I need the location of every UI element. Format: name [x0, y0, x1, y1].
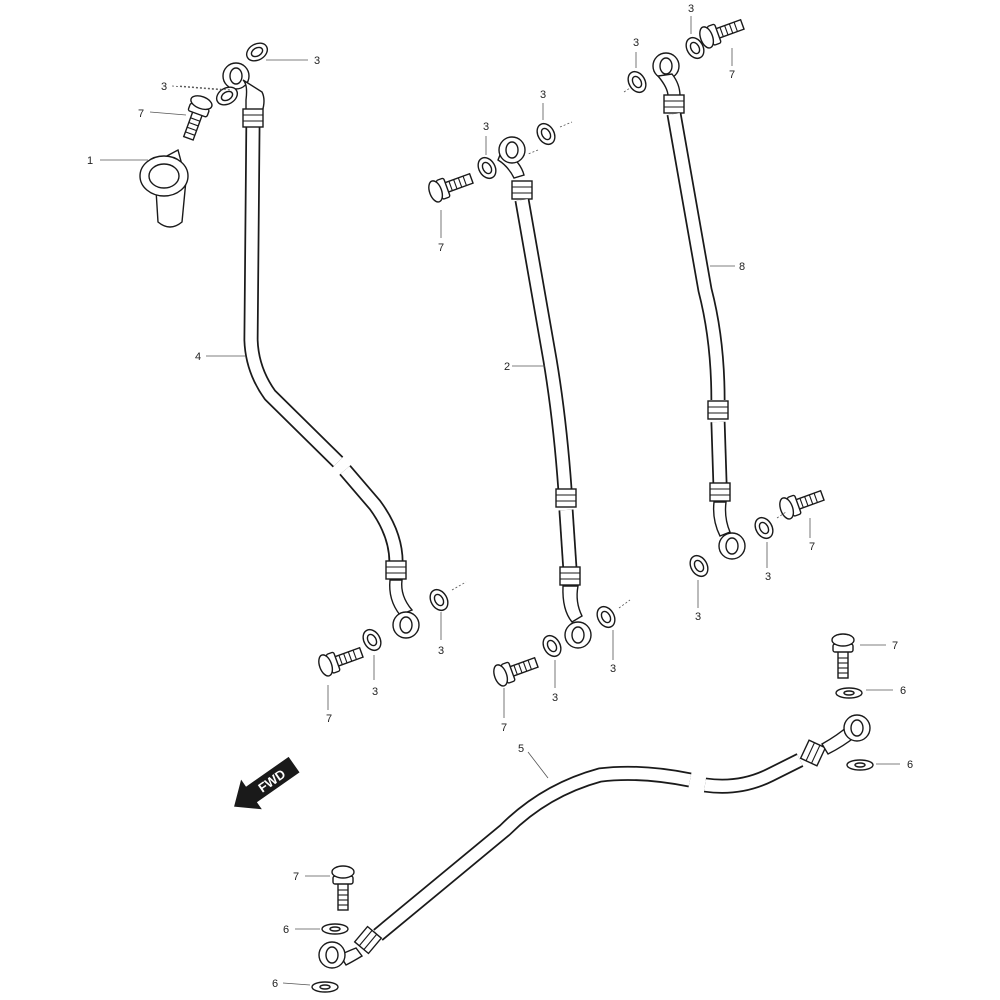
hose-part-8	[652, 52, 746, 560]
callout-6-b: 6	[907, 759, 913, 771]
callout-3-c: 3	[438, 645, 444, 657]
callout-6-d: 6	[272, 978, 278, 990]
elbow-fitting-part-1	[139, 148, 189, 228]
callout-3-l: 3	[695, 611, 701, 623]
callout-3-e: 3	[483, 121, 489, 133]
callout-7-c: 7	[438, 242, 444, 254]
hose-part-5	[318, 714, 871, 969]
callout-2: 2	[504, 361, 510, 373]
callout-3-k: 3	[765, 571, 771, 583]
callout-3-g: 3	[610, 663, 616, 675]
callout-6-c: 6	[283, 924, 289, 936]
callout-1: 1	[87, 155, 93, 167]
hose-part-2	[497, 136, 592, 649]
banjo-top-hose4	[222, 62, 250, 90]
callout-3-i: 3	[633, 37, 639, 49]
callout-7-b: 7	[326, 713, 332, 725]
callout-7-e: 7	[729, 69, 735, 81]
callout-3-f: 3	[540, 89, 546, 101]
callout-7-h: 7	[293, 871, 299, 883]
callout-7-d: 7	[501, 722, 507, 734]
fwd-direction-arrow: FWD	[234, 756, 300, 810]
callout-3-b: 3	[161, 81, 167, 93]
callout-4: 4	[195, 351, 201, 363]
callout-7-g: 7	[892, 640, 898, 652]
callout-7-a: 7	[138, 108, 144, 120]
callout-6-a: 6	[900, 685, 906, 697]
callout-3-a: 3	[314, 55, 320, 67]
callout-3-d: 3	[372, 686, 378, 698]
callout-leaders	[100, 16, 900, 986]
callout-5: 5	[518, 743, 524, 755]
callout-3-h: 3	[552, 692, 558, 704]
hose-part-4	[242, 79, 420, 639]
callout-3-j: 3	[688, 3, 694, 15]
callout-numbers: 1 3 3 7 4 3 3 7 3 3 7 2 3 3 7 3 3 7 8 3 …	[87, 3, 913, 990]
callout-7-f: 7	[809, 541, 815, 553]
callout-8: 8	[739, 261, 745, 273]
